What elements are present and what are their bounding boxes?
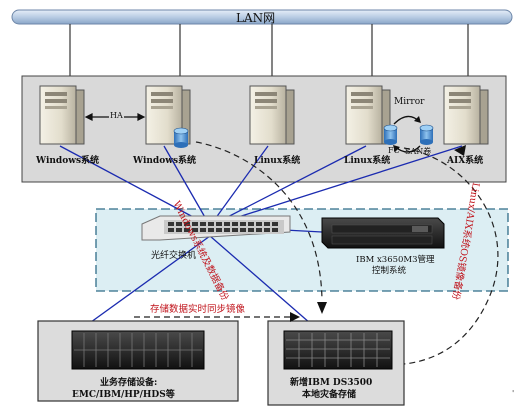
corner-mark: ' (512, 389, 514, 398)
management-label-2: 控制系统 (372, 266, 407, 276)
windows-backup-arrowhead (317, 302, 327, 314)
server-label-linux-2: Linux系统 (344, 156, 391, 166)
management-server (321, 217, 445, 249)
backup-storage-array (283, 330, 393, 370)
realtime-mirror-arrowhead (290, 312, 300, 322)
lan-bar (11, 9, 513, 25)
server-tower-5 (443, 85, 489, 145)
fiber-switch-label: 光纤交换机 (151, 251, 197, 261)
backup-paths (195, 141, 499, 365)
server-tower-1 (39, 85, 85, 145)
server-label-windows-2: Windows系统 (133, 156, 197, 166)
disk-icon (173, 127, 189, 148)
business-storage-label-1: 业务存储设备: (100, 378, 158, 388)
server-tower-4 (345, 85, 391, 145)
backup-storage-label-1: 新增IBM DS3500 (290, 378, 373, 388)
business-storage-array (71, 330, 205, 370)
mirror-label: Mirror (394, 97, 425, 107)
mirror-arrowhead-2 (393, 145, 400, 152)
fc-disk-icon (383, 124, 398, 145)
server-label-windows-1: Windows系统 (36, 156, 100, 166)
server-tower-3 (249, 85, 295, 145)
server-label-aix: AIX系统 (447, 156, 484, 166)
linux-aix-backup-arrowhead (454, 145, 466, 156)
fiber-switch (141, 215, 291, 241)
business-storage-label-2: EMC/IBM/HP/HDS等 (72, 390, 175, 400)
ha-label: HA (109, 111, 124, 120)
lan-label: LAN网 (236, 11, 276, 25)
fc-label: FC (388, 146, 400, 155)
san-label: SAN卷 (405, 147, 432, 156)
lan-drops (69, 24, 469, 76)
san-disk-icon (419, 124, 434, 145)
management-label-1: IBM x3650M3管理 (356, 255, 435, 265)
mirror-arrowhead-1 (414, 116, 421, 123)
server-label-linux-1: Linux系统 (254, 156, 301, 166)
backup-storage-label-2: 本地灾备存储 (302, 390, 357, 400)
realtime-mirror-annotation: 存储数据实时同步镜像 (150, 304, 246, 315)
